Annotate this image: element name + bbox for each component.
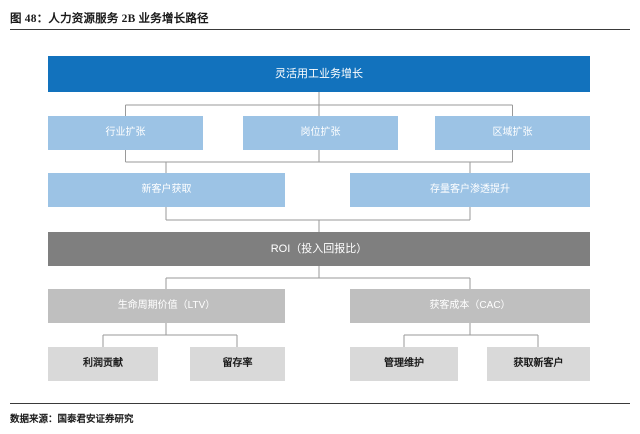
title-divider	[10, 29, 630, 30]
node-management-maintenance[interactable]: 管理维护	[350, 347, 458, 381]
node-ltv[interactable]: 生命周期价值（LTV）	[48, 289, 285, 323]
node-root[interactable]: 灵活用工业务增长	[48, 56, 590, 92]
node-new-customer-acquisition[interactable]: 新客户获取	[48, 173, 285, 207]
node-acquire-new-customers[interactable]: 获取新客户	[487, 347, 590, 381]
page-title: 图 48：人力资源服务 2B 业务增长路径	[10, 13, 209, 25]
node-retention-rate[interactable]: 留存率	[190, 347, 285, 381]
source-note: 数据来源：国泰君安证券研究	[10, 415, 134, 425]
node-cac[interactable]: 获客成本（CAC）	[350, 289, 590, 323]
node-position-expansion[interactable]: 岗位扩张	[243, 116, 398, 150]
node-industry-expansion[interactable]: 行业扩张	[48, 116, 203, 150]
node-existing-customer-penetration[interactable]: 存量客户渗透提升	[350, 173, 590, 207]
node-region-expansion[interactable]: 区域扩张	[435, 116, 590, 150]
source-divider	[10, 403, 630, 404]
node-profit-contribution[interactable]: 利润贡献	[48, 347, 158, 381]
flowchart-diagram: 灵活用工业务增长 行业扩张 岗位扩张 区域扩张 新客户获取 存量客户渗透提升 R…	[0, 30, 640, 402]
connector-lines	[102, 92, 539, 347]
node-roi[interactable]: ROI（投入回报比）	[48, 232, 590, 266]
